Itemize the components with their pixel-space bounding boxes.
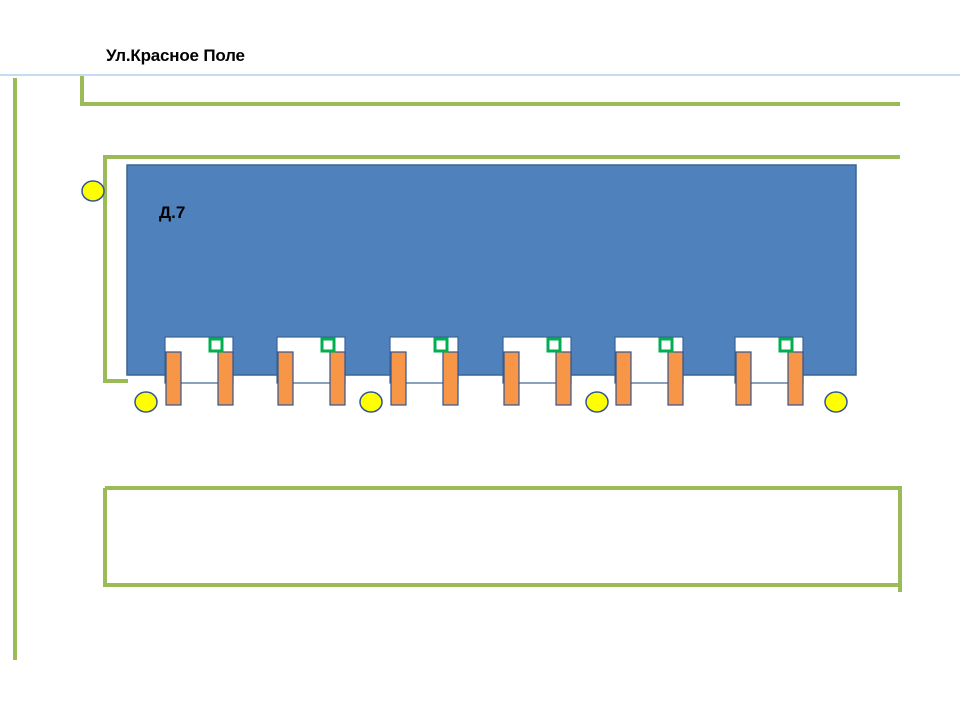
entrance-pillar-left	[615, 351, 632, 406]
entrance-pillar-left	[165, 351, 182, 406]
entrance-pillar-right	[555, 351, 572, 406]
entrance-6	[734, 336, 804, 406]
entrance-3	[389, 336, 459, 406]
street-lamp	[81, 180, 105, 202]
entrance-pillar-left	[390, 351, 407, 406]
entrance-pillar-left	[503, 351, 520, 406]
entrance-pillar-right	[442, 351, 459, 406]
entrances-group	[164, 336, 804, 406]
entrance-pillar-left	[277, 351, 294, 406]
entrance-pillar-right	[329, 351, 346, 406]
entrance-door-marker	[778, 337, 794, 353]
entrance-1	[164, 336, 234, 406]
street-lamp	[134, 391, 158, 413]
entrance-5	[614, 336, 684, 406]
entrance-pillar-left	[735, 351, 752, 406]
entrance-door-marker	[208, 337, 224, 353]
street-lamp	[824, 391, 848, 413]
street-lamp	[585, 391, 609, 413]
street-name-label: Ул.Красное Поле	[106, 46, 245, 65]
entrance-4	[502, 336, 572, 406]
entrance-door-marker	[433, 337, 449, 353]
entrance-pillar-right	[667, 351, 684, 406]
bottom-area-boundary	[103, 486, 902, 592]
building-boundary-line	[103, 155, 900, 383]
street-lamps-group	[81, 180, 848, 413]
entrance-pillar-right	[787, 351, 804, 406]
building-number-label: Д.7	[159, 203, 186, 222]
entrance-door-marker	[320, 337, 336, 353]
top-boundary-line	[80, 76, 900, 106]
entrance-2	[276, 336, 346, 406]
entrance-door-marker	[546, 337, 562, 353]
street-lamp	[359, 391, 383, 413]
entrance-door-marker	[658, 337, 674, 353]
entrance-pillar-right	[217, 351, 234, 406]
